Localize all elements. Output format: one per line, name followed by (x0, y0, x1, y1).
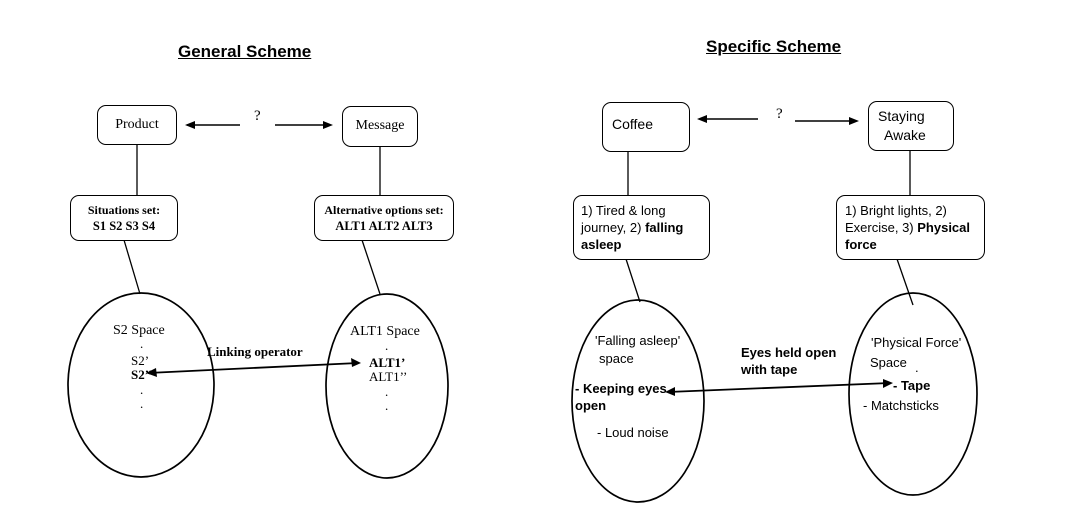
eyes-held-open-label-line1: Eyes held open (741, 345, 837, 360)
falling-asleep-label-line2: space (599, 351, 634, 366)
coffee-situations-falling: falling (645, 220, 684, 235)
general-scheme-title: General Scheme (178, 42, 312, 61)
situations-to-s2-line (123, 239, 141, 295)
tape-label: - Tape (893, 378, 931, 393)
physical-force-ellipse (848, 292, 978, 496)
awake-options-exercise: Exercise, 3) (845, 220, 918, 235)
linking-operator-arrow (147, 362, 359, 374)
s2-space-ellipse (67, 292, 215, 478)
coffee-situations-line1: 1) Tired & long (581, 203, 666, 218)
falling-asleep-ellipse (571, 299, 705, 503)
specific-scheme-title: Specific Scheme (706, 37, 842, 56)
coffee-situations-box: 1) Tired & long journey, 2) falling asle… (573, 195, 710, 260)
alt1-dot: . (385, 384, 389, 399)
coffee-situations-line3: asleep (581, 237, 622, 252)
situations-set-items: S1 S2 S3 S4 (92, 219, 156, 233)
alt1-space-label: ALT1 Space (350, 324, 420, 339)
situations-set-title: Situations set: (87, 203, 161, 217)
specific-question-mark: ? (776, 106, 783, 122)
keeping-eyes-open-line1: - Keeping eyes (575, 381, 667, 396)
awake-options-physical: Physical (917, 220, 971, 235)
physical-force-label-line2: Space (870, 355, 907, 370)
alternatives-to-alt1-line (361, 239, 381, 295)
s2-double-prime-label: S2’’ (131, 367, 153, 382)
eyes-arrowhead (665, 387, 675, 396)
linking-arrowhead-right (351, 358, 361, 367)
s2-dot: . (140, 336, 144, 351)
coffee-box: Coffee (602, 102, 690, 152)
s2-dot: . (140, 396, 144, 411)
coffee-situations-line2: journey, 2) falling (581, 220, 683, 235)
loud-noise-label: - Loud noise (597, 425, 669, 440)
staying-awake-box: Staying Awake (868, 101, 954, 151)
tape-arrowhead (883, 379, 893, 388)
situations-set-box: Situations set: S1 S2 S3 S4 (70, 195, 178, 241)
coffee-label: Coffee (612, 116, 653, 132)
message-arrowhead (323, 121, 333, 129)
awake-options-line2: Exercise, 3) Physical (845, 220, 970, 235)
keeping-eyes-open-line2: open (575, 398, 607, 413)
options-to-physical-force-line (896, 258, 914, 306)
s2-dot: . (140, 382, 144, 397)
situations-to-falling-asleep-line (625, 258, 641, 303)
alternative-options-items: ALT1 ALT2 ALT3 (335, 219, 433, 233)
matchsticks-label: - Matchsticks (863, 398, 939, 413)
message-box: Message (342, 106, 418, 147)
general-question-mark: ? (254, 108, 261, 124)
physical-force-dot: . (915, 360, 919, 375)
alt1-dot: . (385, 398, 389, 413)
staying-awake-line2: Awake (884, 127, 926, 143)
product-box: Product (97, 105, 177, 145)
alt1-double-prime-label: ALT1’’ (369, 369, 408, 384)
awake-arrowhead (849, 117, 859, 125)
eyes-held-open-label-line2: with tape (741, 362, 798, 377)
s2-space-label: S2 Space (113, 323, 165, 338)
alternative-options-box: Alternative options set: ALT1 ALT2 ALT3 (314, 195, 454, 241)
falling-asleep-label-line1: 'Falling asleep' (595, 333, 681, 348)
linking-arrowhead-left (146, 368, 157, 377)
product-arrowhead (185, 121, 195, 129)
awake-options-box: 1) Bright lights, 2) Exercise, 3) Physic… (836, 195, 985, 260)
coffee-situations-journey: journey, 2) (581, 220, 646, 235)
awake-options-line3: force (845, 237, 877, 252)
alt1-prime-label: ALT1’ (369, 355, 406, 370)
coffee-arrowhead (697, 115, 707, 123)
awake-options-line1: 1) Bright lights, 2) (845, 203, 947, 218)
physical-force-label-line1: 'Physical Force' (871, 335, 962, 350)
alternative-options-title: Alternative options set: (324, 203, 444, 217)
staying-awake-line1: Staying (878, 108, 925, 124)
eyes-tape-arrow (667, 382, 891, 393)
alt1-space-ellipse (325, 293, 449, 479)
product-label: Product (115, 117, 159, 132)
message-label: Message (355, 118, 405, 133)
s2-prime-label: S2’ (131, 353, 150, 368)
linking-operator-label: Linking operator (207, 344, 303, 359)
alt1-dot: . (385, 338, 389, 353)
